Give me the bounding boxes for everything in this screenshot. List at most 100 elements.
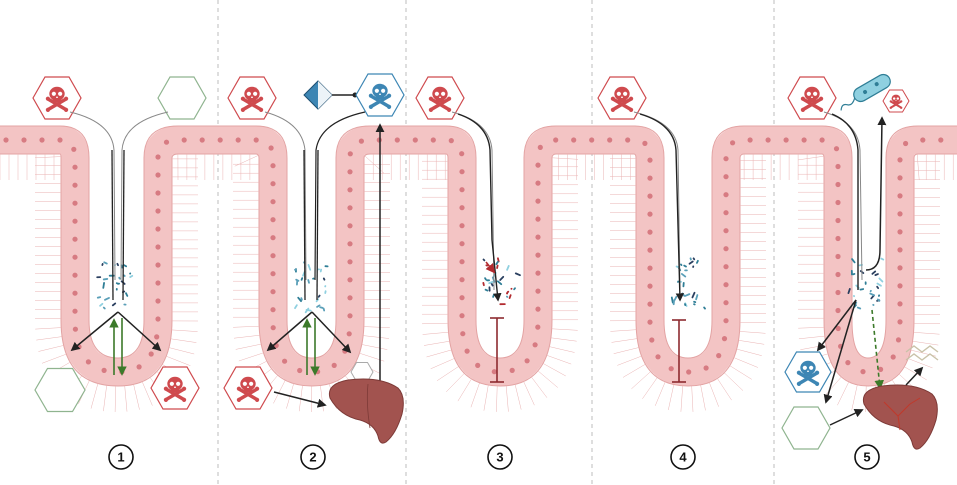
- cell-nucleus: [607, 137, 613, 143]
- cell-boundary: [913, 332, 940, 335]
- cell-nucleus: [155, 172, 161, 178]
- cell-nucleus: [268, 145, 274, 151]
- cell-boundary: [611, 338, 638, 343]
- flow-line: [831, 113, 859, 290]
- cell-boundary: [546, 355, 572, 365]
- cell-nucleus: [72, 182, 78, 188]
- cell-boundary: [41, 353, 67, 364]
- arrow-to-exhaled: [905, 366, 924, 386]
- cell-nucleus: [647, 265, 653, 271]
- cell-nucleus: [642, 140, 648, 146]
- cell-boundary: [363, 335, 390, 339]
- cell-nucleus: [897, 283, 903, 289]
- panel-dividers: [217, 0, 775, 485]
- cell-boundary: [837, 381, 850, 406]
- cell-nucleus: [647, 211, 653, 217]
- cell-boundary: [446, 373, 465, 393]
- cell-boundary: [233, 334, 260, 339]
- cell-nucleus: [412, 137, 418, 143]
- arrow-to-bacterium: [865, 116, 887, 271]
- cell-nucleus: [835, 199, 841, 206]
- cell-boundary: [824, 376, 842, 397]
- cell-nucleus: [535, 180, 541, 186]
- cell-boundary: [700, 384, 706, 411]
- cell-nucleus: [270, 217, 276, 223]
- intestinal-epithelium: [0, 125, 957, 413]
- cell-nucleus: [347, 277, 353, 283]
- cell-nucleus: [723, 300, 729, 306]
- cell-boundary: [733, 357, 758, 368]
- cell-boundary: [916, 153, 920, 181]
- microbiota-clusters: [96, 257, 885, 314]
- cell-nucleus: [358, 138, 364, 144]
- cell-boundary: [505, 385, 509, 412]
- cell-nucleus: [155, 298, 161, 304]
- cell-nucleus: [72, 164, 78, 170]
- flow-line: [122, 149, 125, 301]
- cell-nucleus: [155, 154, 161, 160]
- cell-nucleus: [897, 211, 903, 217]
- cell-nucleus: [647, 193, 653, 199]
- microbiota-cluster-icon: [482, 257, 521, 306]
- cell-boundary: [709, 382, 719, 407]
- panel-number-label: 4: [679, 450, 687, 465]
- panel-number-5: 5: [854, 444, 880, 470]
- cell-nucleus: [765, 137, 771, 143]
- cell-nucleus: [347, 313, 353, 319]
- cell-boundary: [537, 370, 558, 388]
- microbiota-cluster-icon: [847, 257, 885, 310]
- empty-hexagon-icon: [34, 367, 86, 413]
- cell-nucleus: [801, 137, 807, 143]
- cell-nucleus: [72, 272, 78, 278]
- cell-nucleus: [897, 319, 903, 325]
- cell-boundary: [631, 371, 651, 390]
- cell-nucleus: [155, 316, 161, 322]
- cell-nucleus: [647, 301, 653, 307]
- cell-nucleus: [835, 217, 841, 224]
- toxin-hexagon-bottom-1: [150, 366, 200, 410]
- cell-nucleus: [686, 369, 692, 375]
- cell-nucleus: [553, 137, 559, 143]
- cell-boundary: [691, 385, 694, 412]
- cell-boundary: [124, 385, 128, 412]
- cell-boundary: [238, 352, 264, 362]
- cell-nucleus: [903, 140, 909, 147]
- cell-nucleus: [72, 254, 78, 260]
- cell-nucleus: [532, 342, 538, 348]
- arrow-into-crypt: [457, 113, 502, 302]
- microbiota-cluster-icon: [294, 261, 329, 314]
- cell-nucleus: [535, 216, 541, 222]
- cell-boundary: [496, 385, 498, 412]
- cell-nucleus: [897, 175, 903, 181]
- cell-boundary: [551, 157, 579, 160]
- flow-line: [111, 149, 114, 301]
- liver-icon: [328, 378, 404, 444]
- cell-nucleus: [655, 354, 661, 360]
- cell-boundary: [550, 337, 577, 342]
- cell-nucleus: [703, 365, 709, 371]
- cell-boundary: [170, 338, 197, 343]
- cell-nucleus: [459, 205, 465, 211]
- panel-1: 1: [32, 76, 207, 470]
- cell-boundary: [622, 363, 646, 378]
- cell-nucleus: [571, 137, 577, 143]
- cell-boundary: [798, 326, 825, 329]
- cell-nucleus: [394, 137, 400, 143]
- cell-boundary: [133, 384, 140, 410]
- cell-nucleus: [649, 337, 655, 343]
- cell-nucleus: [747, 137, 753, 143]
- cell-nucleus: [625, 137, 631, 143]
- cell-boundary: [273, 380, 286, 404]
- cell-nucleus: [181, 137, 187, 143]
- cell-nucleus: [155, 208, 161, 214]
- cell-boundary: [514, 384, 522, 410]
- panel-number-1: 1: [108, 444, 134, 470]
- microbiota-cluster-icon: [670, 257, 706, 310]
- panel-number-3: 3: [487, 444, 513, 470]
- cell-nucleus: [459, 169, 465, 175]
- cell-nucleus: [430, 137, 436, 143]
- cell-nucleus: [833, 146, 840, 152]
- cell-nucleus: [897, 265, 903, 271]
- cell-nucleus: [347, 259, 353, 265]
- cell-boundary: [90, 383, 99, 409]
